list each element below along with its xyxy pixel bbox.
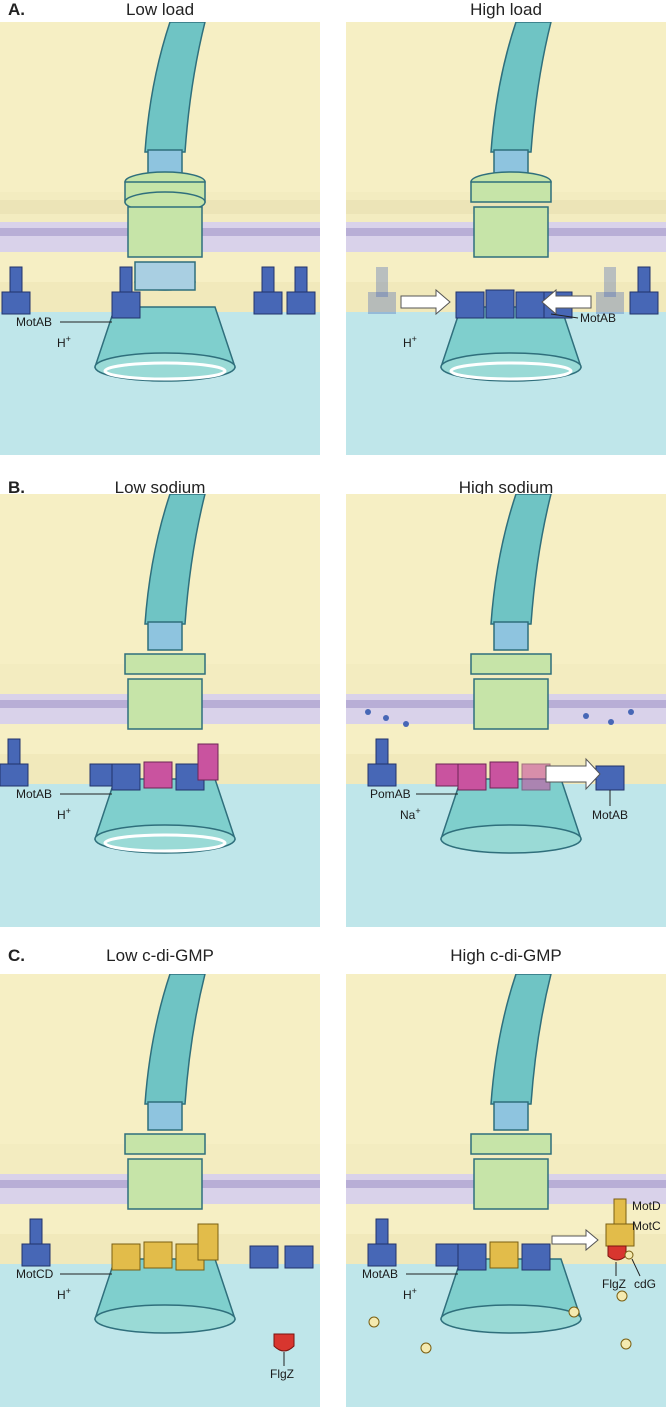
motc-label: MotC: [632, 1219, 661, 1233]
flagellum: [490, 494, 552, 651]
panel-title-high-cdigmp: High c-di-GMP: [450, 946, 562, 965]
flgz-protein: [607, 1245, 634, 1261]
stator-label: MotAB: [580, 311, 616, 325]
ion-label: H+: [57, 334, 71, 350]
stator-label: MotCD: [16, 1267, 54, 1281]
c-ring: [94, 778, 236, 854]
panel-low-sodium: MotAB H+: [0, 494, 320, 927]
panel-title-high-sodium: High sodium: [458, 478, 554, 497]
l-p-ring: [470, 171, 552, 258]
motab-stators: [368, 266, 659, 319]
panel-high-load: MotAB H+: [346, 22, 666, 455]
flagellum: [144, 494, 206, 651]
ion-label: H+: [403, 334, 417, 350]
stator-label: PomAB: [370, 787, 411, 801]
ion-label: H+: [57, 1286, 71, 1302]
c-ring: [440, 778, 582, 854]
ion-label: H+: [57, 806, 71, 822]
row-letter-c: C.: [8, 946, 25, 965]
row-letter-b: B.: [8, 478, 25, 497]
sodium-ions: [365, 709, 634, 727]
effector-label: FlgZ: [270, 1367, 294, 1381]
l-p-ring: [470, 653, 552, 730]
panel-title-high-load: High load: [470, 0, 542, 19]
stator-label: MotAB: [16, 315, 52, 329]
c-ring: [94, 306, 236, 382]
ligand-label: cdG: [634, 1277, 656, 1291]
l-p-ring: [124, 171, 206, 258]
panel-low-load: MotAB H+: [0, 22, 320, 455]
ion-label: H+: [403, 1286, 417, 1302]
motab-stators: [1, 266, 316, 319]
motd-label: MotD: [632, 1199, 661, 1213]
panel-high-sodium: PomAB Na+ MotAB: [346, 494, 666, 927]
flagellum: [144, 974, 206, 1131]
effector-label: FlgZ: [602, 1277, 626, 1291]
panel-title-low-cdigmp: Low c-di-GMP: [106, 946, 214, 965]
row-letter-a: A.: [8, 0, 25, 19]
c-ring: [440, 1258, 582, 1334]
ion-label: Na+: [400, 806, 421, 822]
stator2-label: MotAB: [592, 808, 628, 822]
cdg-molecules: [368, 1290, 632, 1354]
stators: [0, 738, 219, 791]
panel-title-low-load: Low load: [125, 0, 195, 19]
l-p-ring: [470, 1133, 552, 1210]
l-p-ring: [124, 653, 206, 730]
panel-title-low-sodium: Low sodium: [114, 478, 206, 497]
panel-low-cdigmp: MotCD H+ FlgZ: [0, 974, 320, 1407]
panel-high-cdigmp: MotAB H+ MotD MotC FlgZ cdG: [346, 974, 666, 1407]
rotor: [134, 261, 196, 291]
stators: [367, 738, 625, 791]
c-ring: [440, 306, 582, 382]
flagellum: [490, 974, 552, 1131]
stators: [21, 1218, 314, 1271]
l-p-ring: [124, 1133, 206, 1210]
stator-label: MotAB: [16, 787, 52, 801]
c-ring: [94, 1258, 236, 1334]
stators: [367, 1198, 635, 1271]
stator-label: MotAB: [362, 1267, 398, 1281]
flgz-protein: [273, 1333, 295, 1352]
